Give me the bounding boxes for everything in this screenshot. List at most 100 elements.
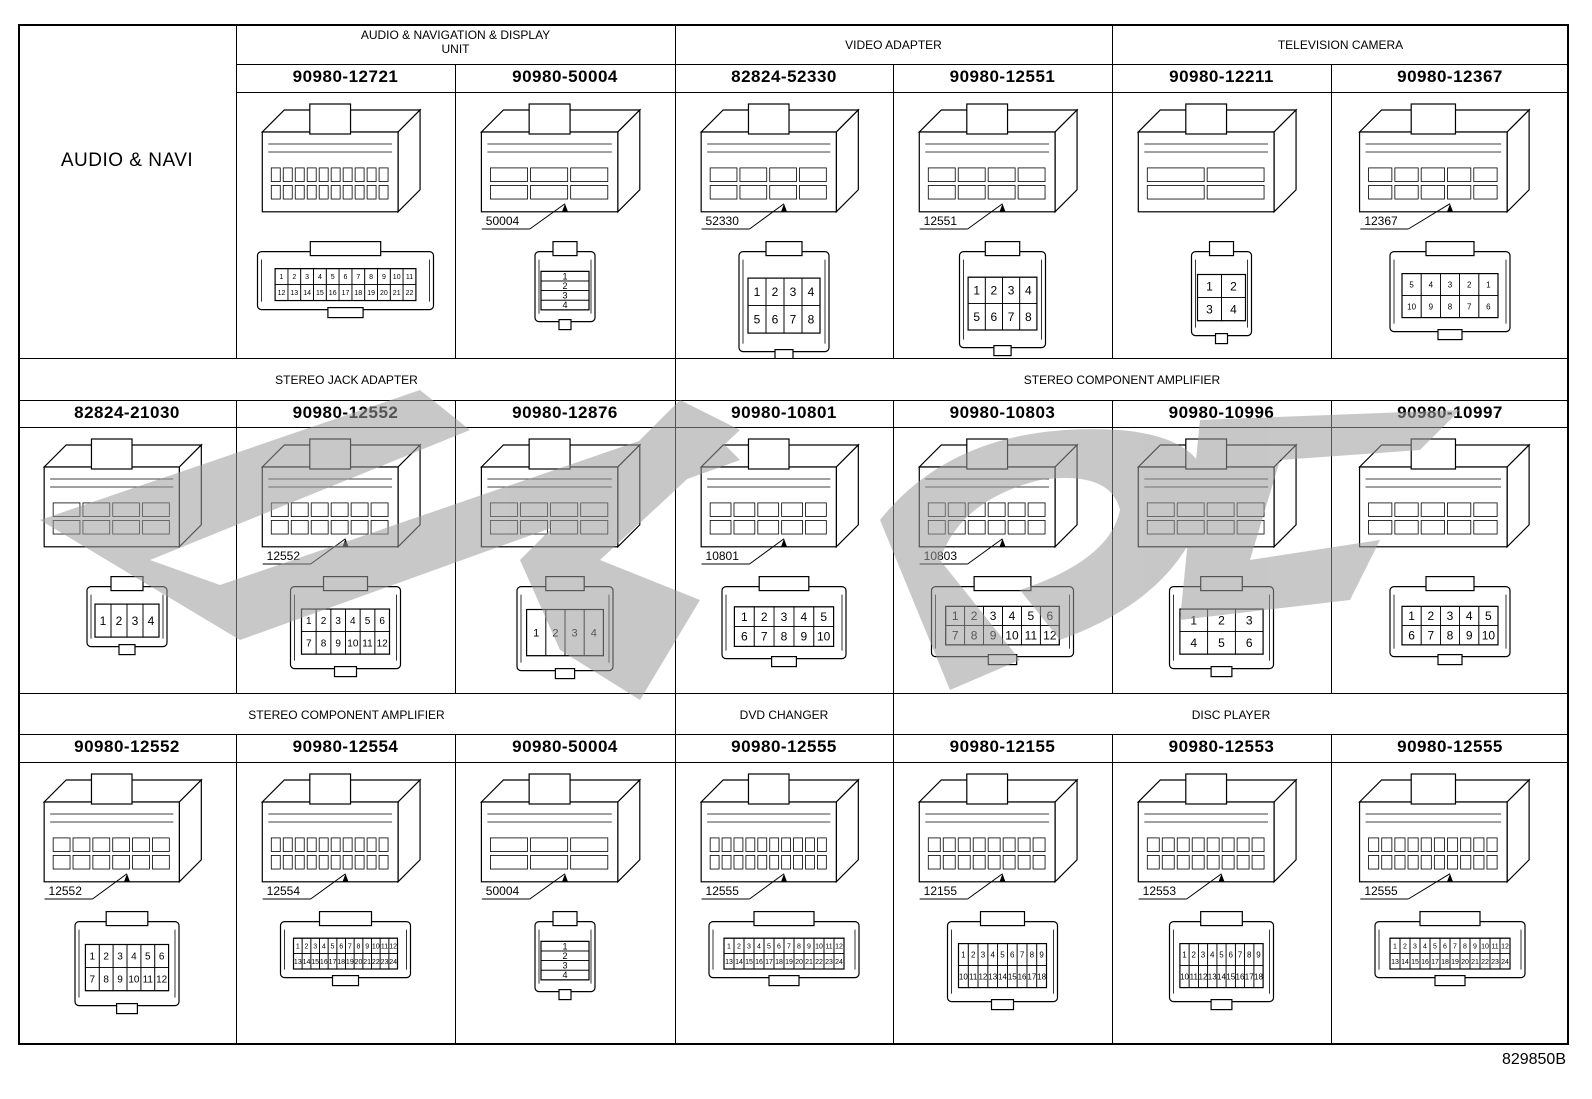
connector-iso-drawing — [42, 438, 203, 549]
part-number: 90980-12552 — [292, 403, 399, 422]
part-number: 90980-12555 — [1397, 737, 1503, 756]
pin-number: 7 — [1453, 943, 1457, 950]
pin-number: 13 — [1208, 972, 1217, 981]
pin-number: 4 — [1025, 284, 1032, 298]
pin-number: 9 — [365, 943, 369, 950]
callout-text: 50004 — [486, 884, 520, 898]
pin-number: 1 — [306, 616, 312, 627]
connector-iso-drawing — [260, 773, 422, 884]
pin-number: 3 — [790, 285, 797, 299]
callout-text: 12155 — [924, 884, 958, 898]
pin-number: 3 — [117, 952, 123, 963]
pin-number: 10 — [1482, 628, 1496, 642]
part-number: 90980-10997 — [1397, 403, 1503, 422]
pin-number: 10 — [128, 975, 140, 986]
pin-number: 6 — [1443, 943, 1447, 950]
pin-number: 16 — [329, 290, 337, 297]
pin-number: 3 — [1448, 280, 1453, 289]
pin-number: 4 — [350, 616, 356, 627]
connector-iso-drawing — [1136, 773, 1298, 884]
section-title: DISC PLAYER — [1191, 708, 1271, 722]
pin-number: 10 — [1180, 972, 1189, 981]
section-title: TELEVISION CAMERA — [1277, 38, 1404, 52]
pin-number: 4 — [990, 950, 995, 959]
connector-iso-drawing — [479, 773, 642, 884]
pin-number: 7 — [1238, 950, 1243, 959]
pin-number: 8 — [781, 630, 788, 644]
pin-number: 3 — [1008, 284, 1015, 298]
pin-number: 4 — [800, 610, 807, 624]
pin-number: 5 — [973, 310, 980, 324]
pin-number: 18 — [1037, 972, 1046, 981]
pin-number: 5 — [820, 610, 827, 624]
pin-number: 13 — [294, 959, 302, 966]
pin-number: 11 — [1025, 628, 1038, 642]
pin-number: 12 — [278, 290, 286, 297]
grid-line — [18, 762, 1569, 763]
part-number: 90980-12551 — [949, 67, 1056, 86]
pin-number: 2 — [737, 943, 741, 950]
pin-number: 5 — [1485, 609, 1492, 623]
pin-number: 8 — [369, 274, 373, 281]
pin-number: 12 — [1199, 972, 1208, 981]
pin-number: 6 — [1046, 609, 1053, 623]
callout-label: 12553 — [1138, 873, 1225, 900]
pin-number: 23 — [381, 959, 389, 966]
pin-number: 5 — [145, 952, 151, 963]
grid-line — [893, 693, 894, 734]
pin-number: 1 — [1393, 943, 1397, 950]
connector-iso-drawing — [479, 103, 642, 214]
pin-number: 6 — [772, 313, 779, 327]
pin-number: 12 — [835, 943, 843, 950]
grid-line — [893, 64, 894, 358]
pin-number: 8 — [1247, 950, 1252, 959]
pin-number: 21 — [393, 290, 401, 297]
pin-number: 10 — [1005, 628, 1019, 642]
pin-number: 15 — [311, 959, 319, 966]
callout-text: 10801 — [706, 549, 740, 563]
pin-number: 10 — [393, 274, 401, 281]
connector-iso-drawing — [1136, 438, 1298, 549]
pin-number: 8 — [1448, 302, 1453, 311]
grid-line — [236, 92, 1569, 93]
pin-number: 1 — [1486, 280, 1491, 289]
pin-number: 3 — [1201, 950, 1206, 959]
pin-number: 9 — [1429, 302, 1434, 311]
pin-number: 2 — [991, 284, 998, 298]
pin-number: 12 — [377, 638, 389, 649]
pin-number: 10 — [817, 630, 831, 644]
pin-number: 4 — [808, 285, 815, 299]
pin-number: 5 — [767, 943, 771, 950]
pin-number: 20 — [795, 959, 803, 966]
pin-number: 1 — [533, 627, 539, 639]
pin-number: 3 — [572, 627, 578, 639]
pin-number: 3 — [781, 610, 788, 624]
pin-number: 5 — [331, 274, 335, 281]
pin-number: 4 — [1423, 943, 1427, 950]
pin-number: 4 — [757, 943, 761, 950]
pin-number: 7 — [761, 630, 768, 644]
grid-line — [1331, 734, 1332, 1045]
callout-text: 12555 — [706, 884, 740, 898]
grid-line — [236, 24, 237, 358]
section-title: STEREO COMPONENT AMPLIFIER — [248, 708, 445, 722]
pin-number: 15 — [745, 959, 753, 966]
pin-number: 6 — [1246, 636, 1253, 650]
pin-number: 4 — [1429, 280, 1434, 289]
grid-line — [18, 734, 1569, 735]
pin-number: 16 — [1018, 972, 1027, 981]
grid-line — [236, 734, 237, 1045]
pin-number: 2 — [772, 285, 779, 299]
part-number: 90980-10803 — [949, 403, 1056, 422]
pin-number: 7 — [356, 274, 360, 281]
grid-line — [455, 64, 456, 358]
